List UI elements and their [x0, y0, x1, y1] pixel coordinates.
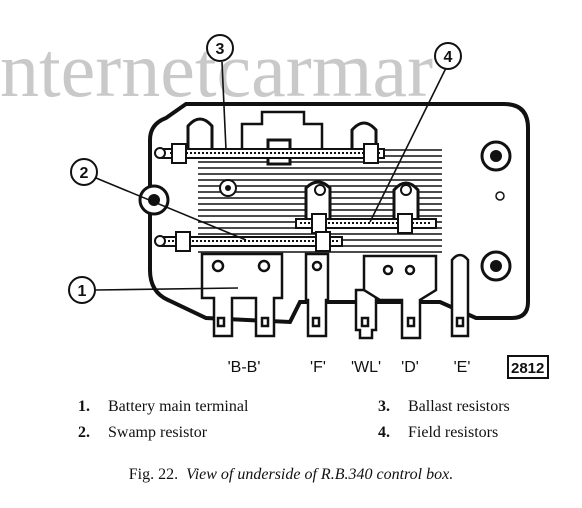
figure-id: 2812 [507, 355, 549, 379]
legend-item-1: 1.Battery main terminal [78, 398, 249, 415]
swamp-resistor-rod [154, 231, 343, 252]
leader-lines [95, 61, 447, 291]
svg-text:2: 2 [80, 165, 89, 182]
figure-caption: Fig. 22. View of underside of R.B.340 co… [0, 466, 582, 484]
caption-text: View of underside of R.B.340 control box… [186, 466, 454, 483]
svg-text:1: 1 [78, 283, 87, 300]
caption-fig: Fig. 22. [128, 466, 179, 483]
callout-3: 3 [206, 34, 234, 62]
label-e: 'E' [454, 359, 471, 376]
label-b-b: 'B-B' [228, 359, 261, 376]
svg-text:4: 4 [444, 49, 453, 66]
terminal-f [304, 252, 330, 338]
label-f: 'F' [310, 359, 326, 376]
terminal-d [362, 254, 438, 340]
terminal-labels: 'B-B' 'F' 'WL' 'D' 'E' [228, 359, 471, 376]
label-d: 'D' [401, 359, 419, 376]
legend-item-4: 4.Field resistors [378, 424, 499, 441]
callout-4: 4 [434, 42, 462, 70]
svg-text:2812: 2812 [511, 360, 544, 377]
terminal-b-b [200, 252, 284, 338]
field-resistor-rod [295, 213, 437, 234]
legend-item-2: 2.Swamp resistor [78, 424, 208, 441]
terminal-e [450, 253, 470, 338]
terminal-wl [354, 288, 378, 340]
legend-item-3: 3.Ballast resistors [378, 398, 510, 415]
label-wl: 'WL' [351, 359, 381, 376]
svg-text:3: 3 [216, 41, 225, 58]
callout-1: 1 [68, 276, 96, 304]
ballast-resistor-rod [154, 143, 385, 164]
callout-2: 2 [70, 158, 98, 186]
rivets [219, 179, 412, 197]
